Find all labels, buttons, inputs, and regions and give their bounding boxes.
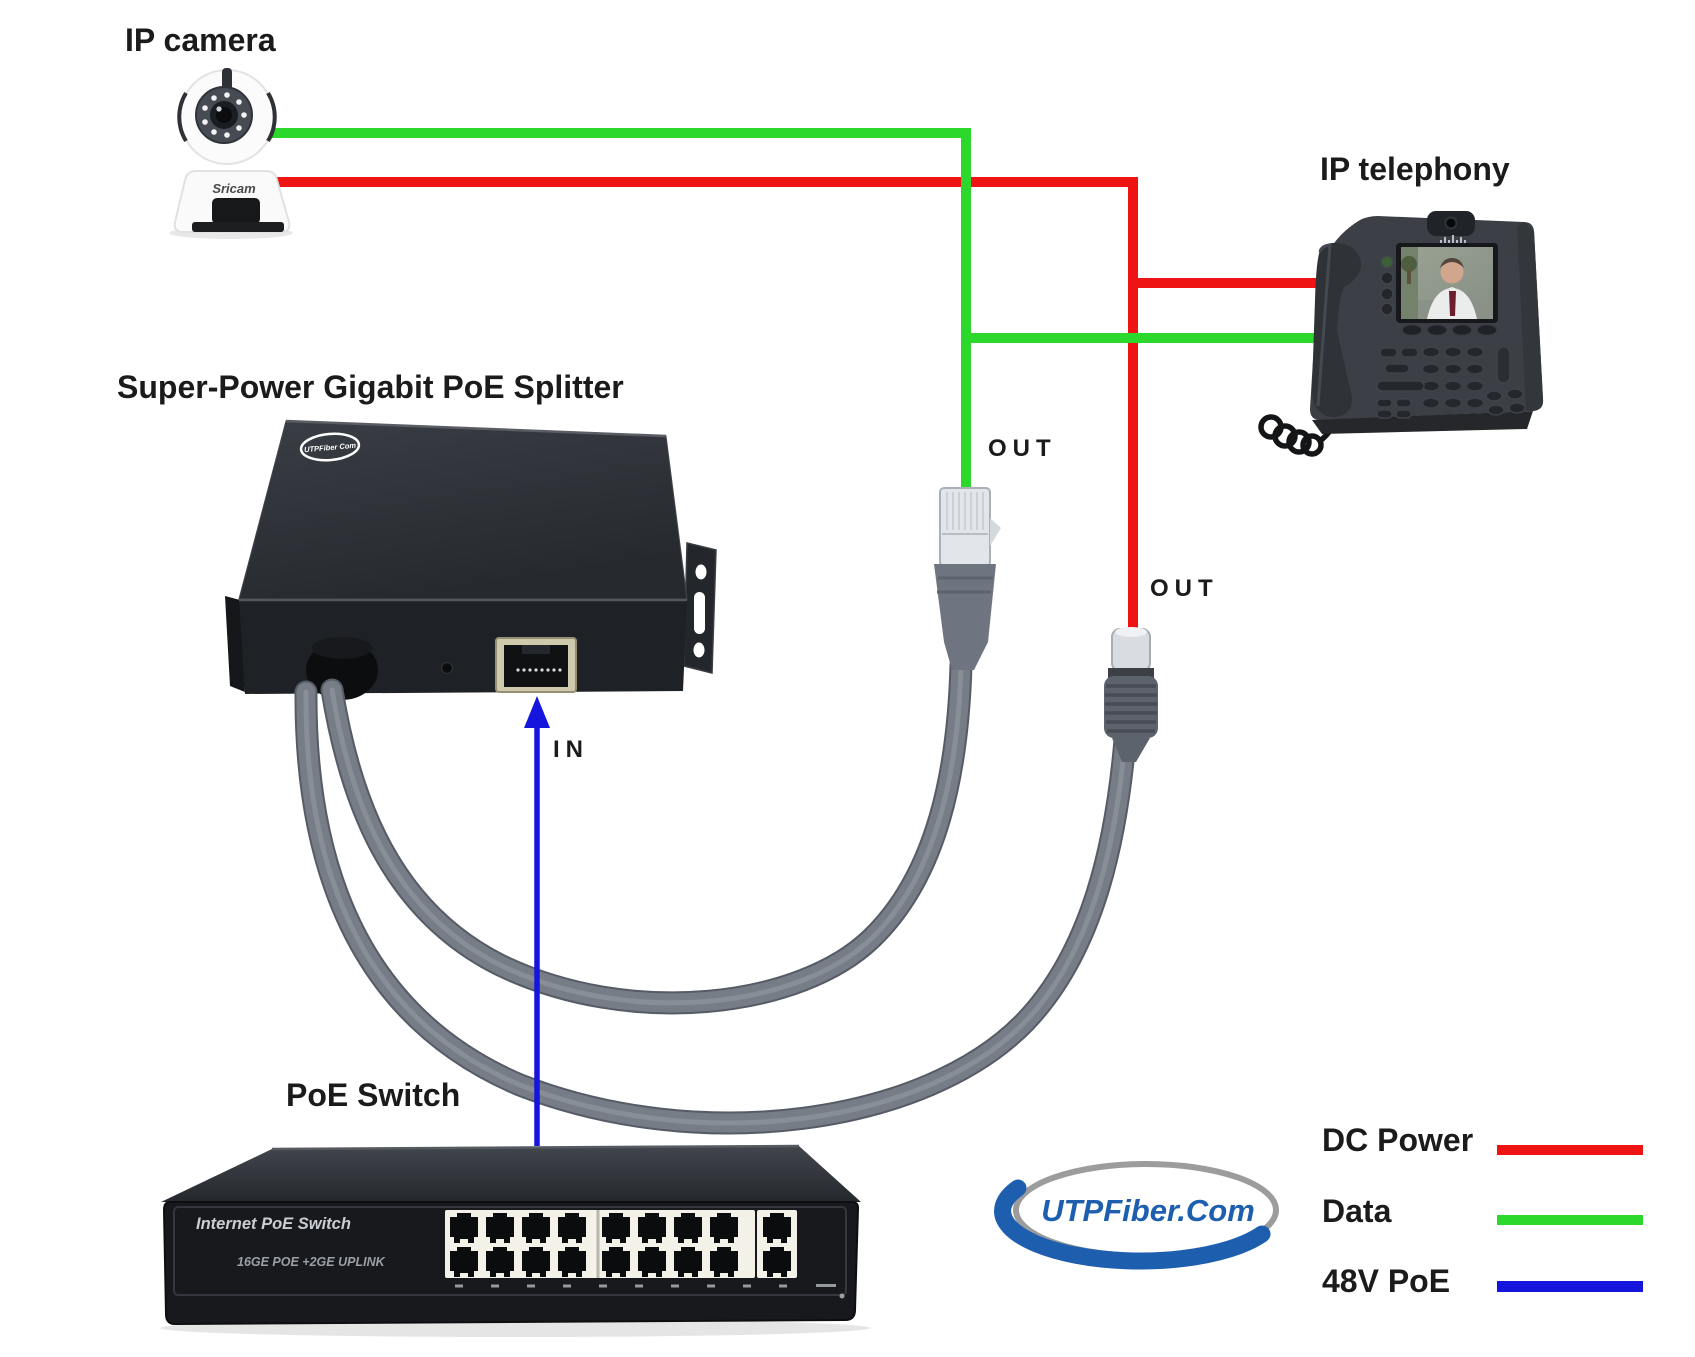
dc-plug-tip (1115, 627, 1147, 637)
switch-top-edge (271, 1144, 800, 1151)
cable-to-dc-plug (294, 680, 1137, 1135)
phone-camera-lens (1444, 216, 1458, 230)
dc-plug-ring (1108, 668, 1154, 678)
dc-plug (1104, 627, 1158, 762)
camera-base-slot (212, 198, 260, 224)
switch-port-block (445, 1210, 797, 1278)
label-splitter-title: Super-Power Gigabit PoE Splitter (117, 369, 624, 405)
camera-brand-text: Sricam (212, 181, 256, 196)
switch-top-face (161, 1146, 861, 1202)
legend-swatches (1497, 1145, 1643, 1292)
switch-power-label-mark (816, 1284, 836, 1287)
phone-volume-rocker (1496, 346, 1511, 384)
rj45-plug-boot (934, 564, 996, 642)
switch-front-bezel (173, 1206, 847, 1296)
dc-plug-ribs (1105, 684, 1157, 733)
rj45-plug-contacts (946, 492, 984, 530)
wire-48v-poe (524, 696, 550, 1146)
splitter-top-edge (285, 419, 667, 438)
cisco-logo-mark (1440, 235, 1466, 245)
legend-label-data: Data (1322, 1193, 1392, 1229)
camera-base-bar (192, 222, 284, 232)
rj45-plug-latch (990, 518, 1001, 546)
phone-handset-highlight (1316, 243, 1332, 407)
legend-swatch-48v-poe (1497, 1281, 1643, 1292)
data-wire-path (262, 128, 1316, 487)
label-in-uplink: IN (553, 736, 589, 763)
splitter-bracket-hole-top (695, 564, 707, 580)
label-out-power: OUT (1150, 575, 1219, 602)
phone-handset (1312, 242, 1362, 418)
camera-hinge-right (266, 91, 277, 143)
splitter-rj45-tab (522, 645, 550, 654)
camera-hinge-left (177, 91, 188, 143)
phone-base (1312, 411, 1533, 434)
splitter-rj45-pins (516, 668, 562, 672)
poe-arrowhead (524, 696, 550, 728)
legend-swatch-data (1497, 1215, 1643, 1225)
phone-keypad (1421, 346, 1485, 409)
splitter-led-hole (440, 661, 454, 675)
splitter-left-flange (225, 596, 245, 692)
camera-top-slot (222, 68, 232, 92)
splitter-front-face (239, 599, 687, 694)
switch-panel-title: Internet PoE Switch (196, 1215, 351, 1233)
wire-dc-power (262, 177, 1316, 628)
legend-label-dc-power: DC Power (1322, 1122, 1474, 1158)
splitter-bracket-hole-bottom (693, 642, 705, 658)
dc-plug-taper (1112, 738, 1150, 762)
ip-camera-device: Sricam (169, 68, 293, 239)
phone-body-edge (1517, 222, 1544, 411)
poe-splitter-device: UTPFiber Com (225, 419, 717, 700)
legend-swatch-dc-power (1497, 1145, 1643, 1155)
watermark-logo: UTPFiber.Com (994, 1161, 1279, 1270)
phone-function-keys (1376, 347, 1526, 419)
ip-phone-device (1258, 211, 1544, 457)
label-poe-switch: PoE Switch (286, 1077, 461, 1113)
splitter-bracket-slot (694, 592, 705, 634)
phone-softkeys (1401, 323, 1498, 337)
rj45-plug (934, 487, 1001, 670)
switch-panel-subtitle: 16GE POE +2GE UPLINK (237, 1255, 386, 1269)
logo-swoosh (994, 1179, 1271, 1270)
phone-session-buttons (1380, 255, 1394, 316)
label-ip-camera: IP camera (125, 22, 276, 58)
cable-to-rj45-plug (320, 653, 973, 1015)
dc-power-wire-path (262, 177, 1316, 628)
label-out-data: OUT (988, 435, 1057, 462)
wire-data (262, 128, 1316, 487)
logo-text: UTPFiber.Com (1041, 1193, 1255, 1228)
rj45-plug-boot-taper (944, 642, 988, 670)
legend-label-48v-poe: 48V PoE (1322, 1263, 1451, 1299)
camera-lens-glint (216, 106, 222, 112)
label-ip-telephony: IP telephony (1320, 151, 1510, 187)
camera-ir-leds (202, 92, 247, 138)
splitter-cables (294, 653, 1137, 1135)
splitter-gland-collar (312, 637, 372, 659)
switch-power-led (839, 1293, 845, 1299)
phone-screen (1401, 247, 1493, 319)
poe-switch-device: Internet PoE Switch 16GE POE +2GE UPLINK (160, 1144, 870, 1337)
